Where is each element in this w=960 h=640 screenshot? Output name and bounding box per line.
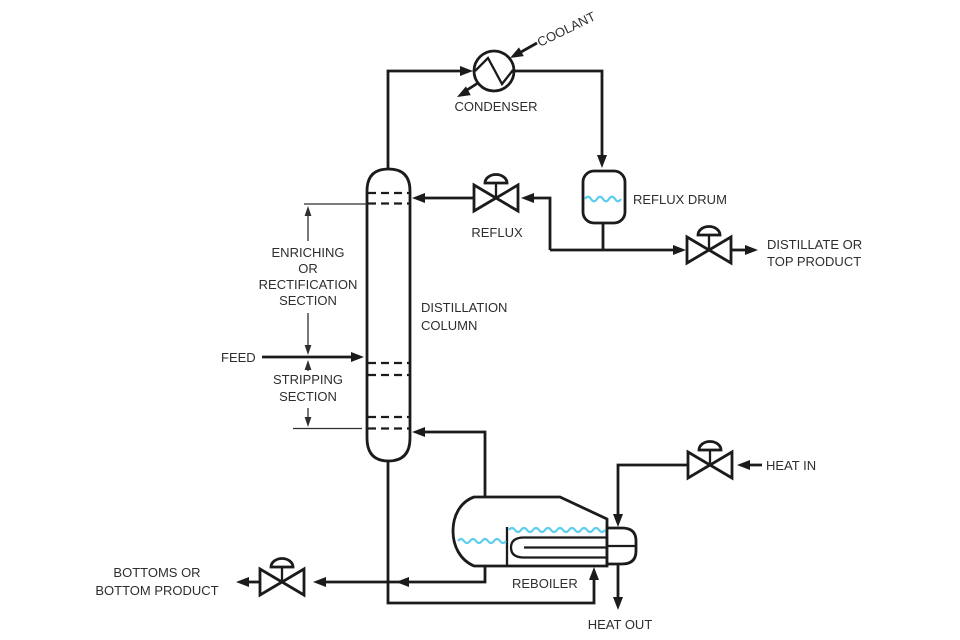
- dim-arrow-down: [304, 417, 312, 427]
- liquid-level: [584, 195, 622, 203]
- feed-label: FEED: [221, 350, 256, 365]
- stripping-label-2: SECTION: [279, 389, 337, 404]
- distillate-label-1: DISTILLATE OR: [767, 237, 862, 252]
- flow-arrow: [313, 577, 326, 587]
- distillate-label-2: TOP PRODUCT: [767, 254, 861, 269]
- stripping-label-1: STRIPPING: [273, 372, 343, 387]
- flow-arrow: [510, 47, 524, 58]
- heat-exchanger-coil-icon: [474, 56, 514, 87]
- flow-arrow: [745, 245, 758, 255]
- bottoms-valve: [258, 557, 306, 598]
- flow-arrow: [236, 577, 249, 587]
- enriching-label-3: RECTIFICATION: [259, 277, 358, 292]
- reflux-drum: [581, 169, 627, 225]
- valve-actuator-icon: [697, 440, 723, 452]
- distillate-line: [550, 223, 758, 255]
- bottoms-label-1: BOTTOMS OR: [113, 565, 200, 580]
- dim-arrow-up: [304, 360, 312, 370]
- heat-out-label: HEAT OUT: [588, 617, 653, 632]
- enriching-label-4: SECTION: [279, 293, 337, 308]
- flow-arrow: [613, 597, 623, 610]
- bottoms-to-reboiler-line: [386, 461, 599, 605]
- column-label-1: DISTILLATION: [421, 300, 507, 315]
- flow-arrow: [521, 193, 534, 203]
- enriching-label-1: ENRICHING: [272, 245, 345, 260]
- heat-in-line: [613, 460, 762, 527]
- dim-arrow-up: [304, 206, 312, 216]
- flow-arrow: [737, 460, 750, 470]
- vapor-return-line: [412, 427, 487, 497]
- liquid-level: [508, 526, 606, 534]
- dim-arrow-down: [304, 345, 312, 355]
- coolant-label: COOLANT: [535, 9, 598, 50]
- flow-arrow: [457, 86, 471, 97]
- section-annotations: [293, 203, 367, 430]
- valve-actuator-icon: [483, 173, 509, 185]
- flow-arrow: [673, 245, 686, 255]
- flow-arrow: [597, 155, 607, 168]
- valve-actuator-icon: [696, 225, 722, 237]
- reflux-drum-label: REFLUX DRUM: [633, 192, 727, 207]
- heat-in-label: HEAT IN: [766, 458, 816, 473]
- reflux-line: [412, 193, 552, 250]
- heat-out-line: [613, 564, 623, 610]
- enriching-label-2: OR: [298, 261, 318, 276]
- liquid-level: [457, 537, 507, 545]
- reboiler-label: REBOILER: [512, 576, 578, 591]
- flow-arrow: [613, 514, 623, 527]
- reflux-label: REFLUX: [471, 225, 523, 240]
- coolant-in-line: [520, 41, 538, 54]
- distillation-column: [365, 167, 412, 463]
- bottoms-product-line: [236, 566, 487, 587]
- overhead-vapor-line: [386, 66, 607, 169]
- flow-arrow: [589, 567, 599, 580]
- flow-arrow: [412, 193, 425, 203]
- feed-line: [262, 352, 364, 362]
- coolant-out-line: [466, 81, 479, 92]
- flow-arrow: [396, 577, 409, 587]
- flow-arrow: [351, 352, 364, 362]
- reboiler: [451, 495, 638, 568]
- condenser-label: CONDENSER: [454, 99, 537, 114]
- bottoms-label-2: BOTTOM PRODUCT: [95, 583, 218, 598]
- flow-arrow: [412, 427, 425, 437]
- heat-in-valve: [686, 440, 734, 481]
- valve-actuator-icon: [269, 557, 295, 569]
- distillate-valve: [685, 225, 733, 266]
- column-label-2: COLUMN: [421, 318, 477, 333]
- column-vessel: [365, 167, 412, 463]
- reflux-valve: [472, 173, 520, 214]
- u-tube-bundle: [509, 536, 607, 559]
- tray-dashes: [368, 191, 409, 430]
- condenser: [457, 41, 538, 97]
- flow-arrow: [460, 66, 473, 76]
